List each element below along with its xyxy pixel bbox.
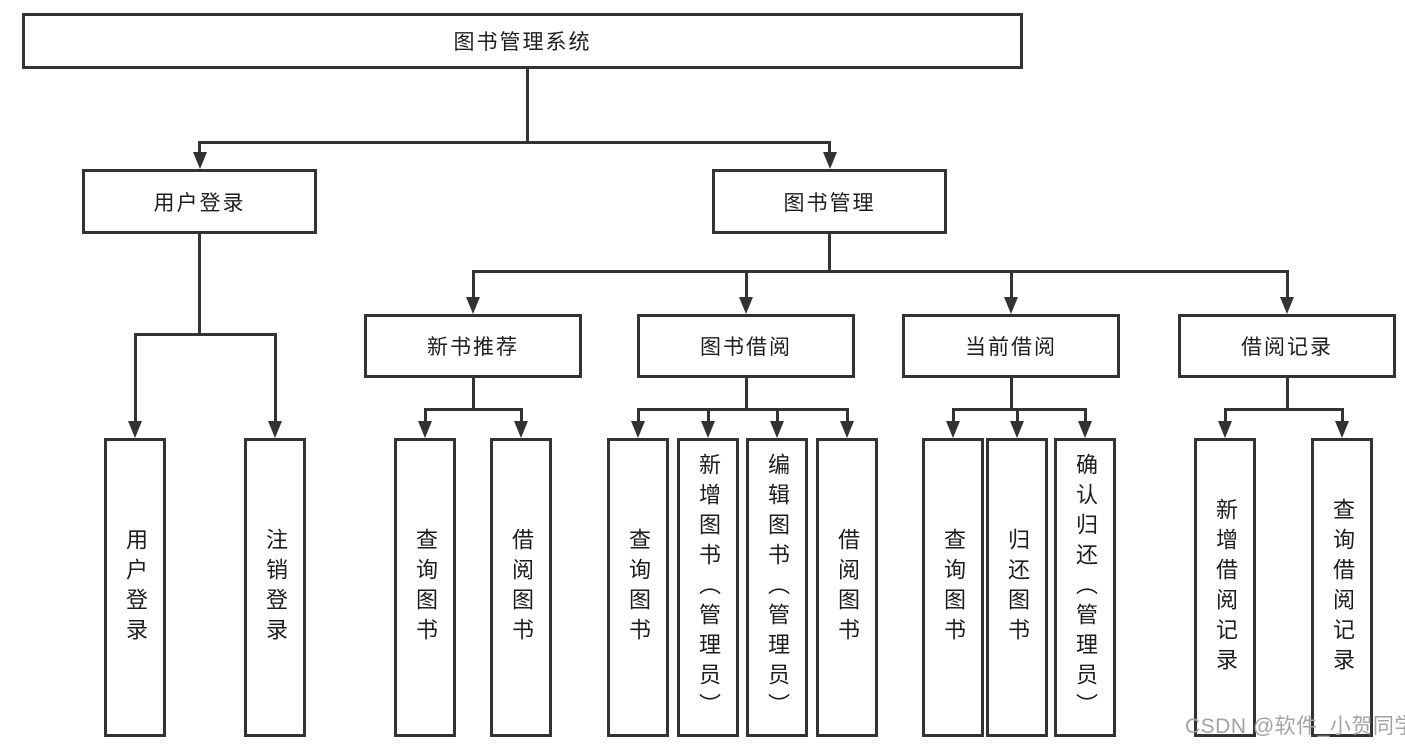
connector-line (775, 408, 779, 423)
connector-line (744, 378, 748, 410)
csdn-watermark: CSDN @软件_小贺同学 (1185, 715, 1405, 738)
arrowhead-down-icon (840, 421, 854, 438)
leaf-query-books-recommend: 查询图书 (394, 438, 456, 737)
connector-line (951, 408, 1087, 411)
leaf-logout: 注销登录 (244, 438, 306, 737)
arrowhead-down-icon (268, 421, 282, 438)
connector-line (1009, 270, 1013, 299)
connector-line (1223, 408, 1227, 423)
leaf-query-books-borrow: 查询图书 (607, 438, 669, 737)
arrowhead-down-icon (631, 421, 645, 438)
connector-line (273, 333, 277, 423)
connector-line (519, 408, 523, 423)
connector-line (198, 234, 201, 335)
arrowhead-down-icon (128, 421, 142, 438)
node-new-book-recommend: 新书推荐 (364, 314, 582, 378)
connector-line (525, 69, 529, 143)
connector-line (471, 378, 475, 410)
connector-line (828, 141, 831, 154)
connector-line (706, 408, 710, 423)
connector-line (744, 270, 748, 299)
arrowhead-down-icon (418, 421, 432, 438)
connector-line (1009, 378, 1013, 410)
arrowhead-down-icon (770, 421, 784, 438)
node-book-management: 图书管理 (712, 169, 947, 234)
leaf-confirm-return-admin: 确认归还（管理员） (1054, 438, 1116, 737)
connector-line (423, 408, 523, 411)
leaf-user-login: 用户登录 (104, 438, 166, 737)
connector-line (471, 270, 1289, 273)
connector-line (1340, 408, 1344, 423)
node-user-login: 用户登录 (82, 169, 317, 234)
arrowhead-down-icon (1010, 421, 1024, 438)
arrowhead-down-icon (701, 421, 715, 438)
connector-line (1285, 270, 1289, 299)
connector-line (636, 408, 640, 423)
arrowhead-down-icon (1280, 297, 1294, 314)
arrowhead-down-icon (192, 152, 207, 169)
arrowhead-down-icon (1218, 421, 1232, 438)
connector-line (828, 234, 831, 272)
leaf-borrow-books-recommend: 借阅图书 (490, 438, 552, 737)
arrowhead-down-icon (739, 297, 753, 314)
arrowhead-down-icon (466, 297, 480, 314)
connector-line (423, 408, 427, 423)
arrowhead-down-icon (1078, 421, 1092, 438)
arrowhead-down-icon (946, 421, 960, 438)
leaf-edit-books-admin: 编辑图书（管理员） (746, 438, 808, 737)
connector-line (636, 408, 849, 411)
connector-line (133, 333, 137, 423)
arrowhead-down-icon (514, 421, 528, 438)
leaf-borrow-books: 借阅图书 (816, 438, 878, 737)
connector-line (1223, 408, 1344, 411)
connector-line (198, 141, 201, 154)
connector-line (845, 408, 849, 423)
node-book-borrow: 图书借阅 (637, 314, 855, 378)
connector-line (951, 408, 955, 423)
connector-line (133, 333, 277, 336)
leaf-query-books-current: 查询图书 (922, 438, 984, 737)
connector-line (1083, 408, 1087, 423)
connector-line (1015, 408, 1019, 423)
leaf-query-borrow-record: 查询借阅记录 (1311, 438, 1373, 737)
connector-line (198, 141, 831, 144)
arrowhead-down-icon (822, 152, 837, 169)
leaf-add-books-admin: 新增图书（管理员） (677, 438, 739, 737)
connector-line (471, 270, 475, 299)
arrowhead-down-icon (1004, 297, 1018, 314)
leaf-add-borrow-record: 新增借阅记录 (1194, 438, 1256, 737)
arrowhead-down-icon (1335, 421, 1349, 438)
node-library-management-system: 图书管理系统 (22, 13, 1023, 69)
leaf-return-books: 归还图书 (986, 438, 1048, 737)
node-current-borrow: 当前借阅 (902, 314, 1120, 378)
connector-line (1285, 378, 1289, 410)
node-borrow-records: 借阅记录 (1178, 314, 1396, 378)
